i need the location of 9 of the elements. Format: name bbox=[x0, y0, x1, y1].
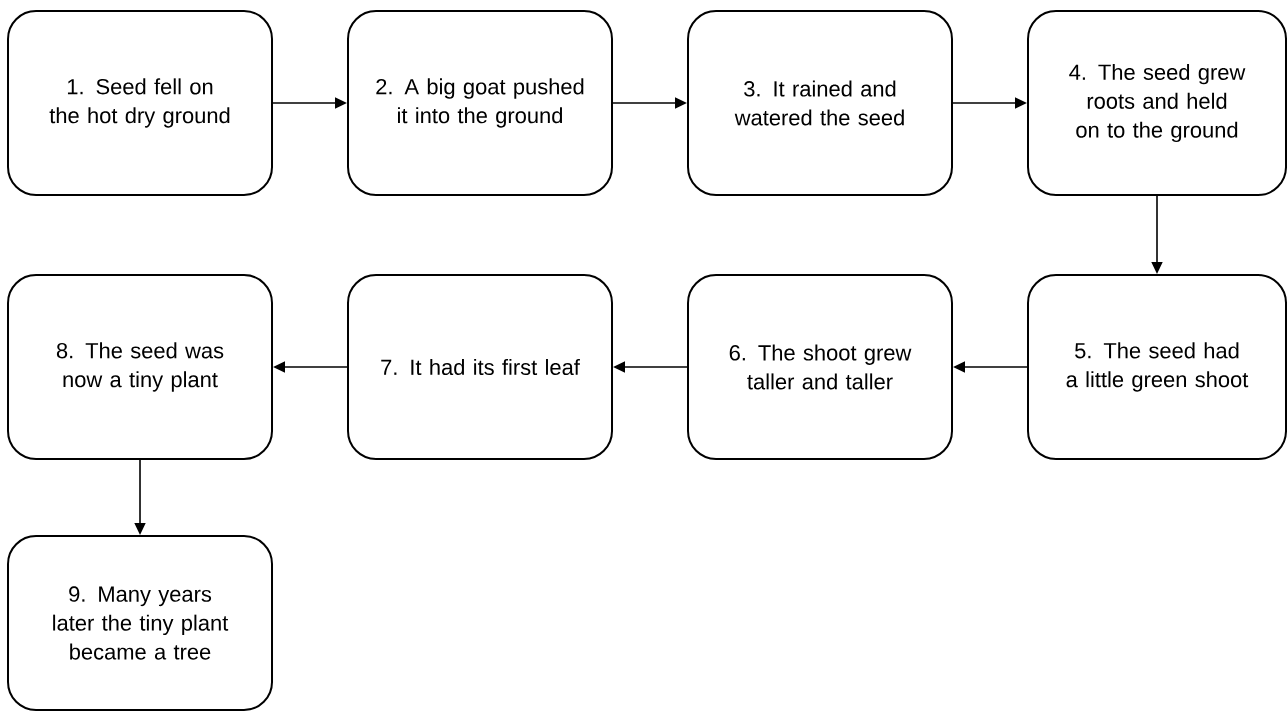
process-box: 5. The seed had a little green shoot bbox=[1027, 274, 1287, 460]
process-box: 7. It had its first leaf bbox=[347, 274, 613, 460]
process-box: 2. A big goat pushed it into the ground bbox=[347, 10, 613, 196]
process-box: 6. The shoot grew taller and taller bbox=[687, 274, 953, 460]
process-box: 9. Many years later the tiny plant became a tree bbox=[7, 535, 273, 711]
process-box: 4. The seed grew roots and held on to the ground bbox=[1027, 10, 1287, 196]
process-box: 8. The seed was now a tiny plant bbox=[7, 274, 273, 460]
process-box: 3. It rained and watered the seed bbox=[687, 10, 953, 196]
process-box: 1. Seed fell on the hot dry ground bbox=[7, 10, 273, 196]
